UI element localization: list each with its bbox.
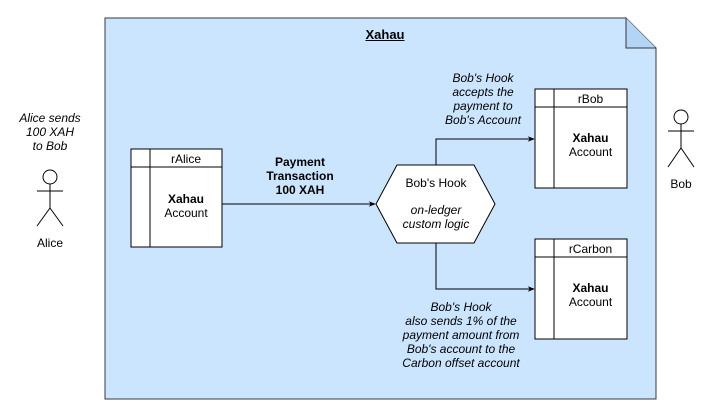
account-subtitle-bob: Account <box>568 145 613 159</box>
accept-label-line: payment to <box>453 99 513 113</box>
bob-label: Bob <box>670 177 692 191</box>
alice-note-line: to Bob <box>32 139 68 153</box>
carbon-label-line: Bob's account to the <box>406 342 516 356</box>
account-title-alice: Xahau <box>167 192 204 206</box>
payment-label-line: Payment <box>274 155 326 169</box>
alice-label: Alice <box>36 236 63 250</box>
account-header-bob: rBob <box>577 92 604 106</box>
account-header-carbon: rCarbon <box>568 242 613 256</box>
account-title-carbon: Xahau <box>572 281 609 295</box>
accept-label-line: accepts the <box>452 85 514 99</box>
carbon-label-line: Carbon offset account <box>402 356 520 370</box>
account-subtitle-carbon: Account <box>568 295 613 309</box>
accept-label-line: Bob's Hook <box>452 71 514 85</box>
account-title-bob: Xahau <box>572 131 609 145</box>
carbon-label-line: payment amount from <box>402 328 520 342</box>
carbon-label-line: also sends 1% of the <box>405 314 517 328</box>
hook-hexagon <box>375 164 496 244</box>
account-box-alice <box>130 148 223 248</box>
hook-title: Bob's Hook <box>405 176 467 190</box>
accept-label-line: Bob's Account <box>445 113 521 127</box>
carbon-arrow <box>435 243 535 292</box>
hook-desc-line: custom logic <box>402 217 470 231</box>
payment-label-line: Transaction <box>266 169 334 183</box>
hook-desc-line: on-ledger <box>410 203 462 217</box>
payment-label: Payment Transaction 100 XAH <box>255 155 345 197</box>
accept-label: Bob's Hook accepts the payment to Bob's … <box>428 71 538 127</box>
bob-actor-icon <box>667 109 695 168</box>
account-subtitle-alice: Account <box>164 206 208 220</box>
account-box-bob <box>534 88 628 189</box>
container-fold <box>625 18 656 49</box>
payment-label-line: 100 XAH <box>275 183 325 197</box>
container-title: Xahau <box>365 27 405 42</box>
alice-note: Alice sends 100 XAH to Bob <box>0 111 100 153</box>
alice-actor-icon <box>36 169 64 227</box>
account-box-carbon <box>534 238 628 340</box>
accept-arrow <box>435 136 535 165</box>
alice-note-line: Alice sends <box>19 111 81 125</box>
hook-desc: on-ledger custom logic <box>386 203 486 231</box>
carbon-label: Bob's Hook also sends 1% of the payment … <box>388 300 534 370</box>
carbon-label-line: Bob's Hook <box>430 300 492 314</box>
account-header-alice: rAlice <box>170 152 201 166</box>
alice-note-line: 100 XAH <box>25 125 75 139</box>
